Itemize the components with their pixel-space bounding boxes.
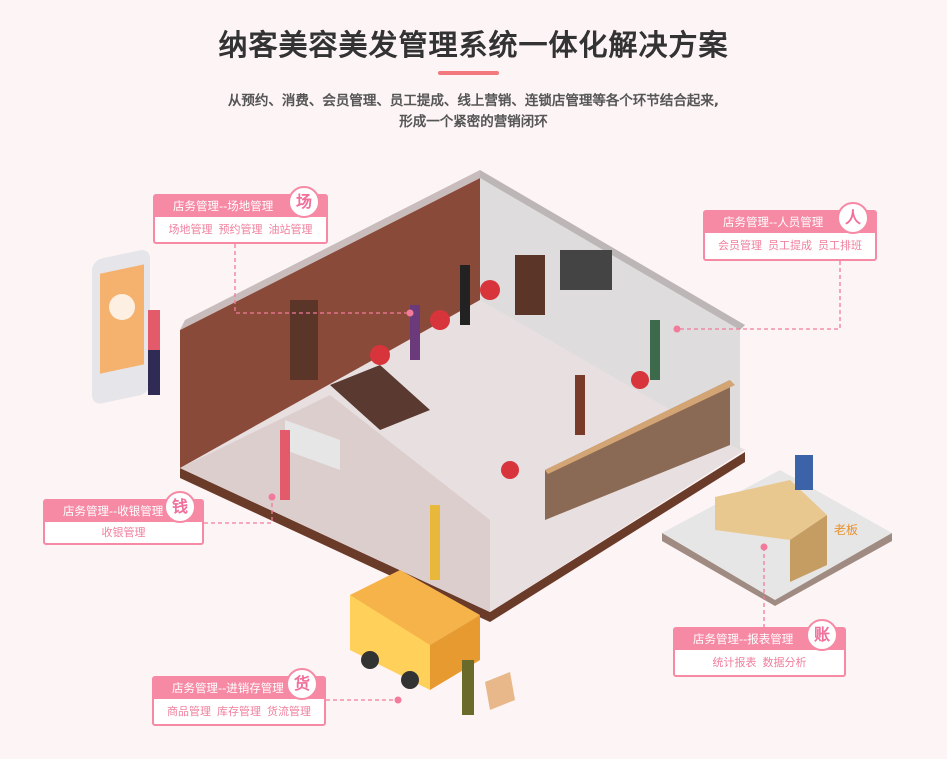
subtitle-line-1: 从预约、消费、会员管理、员工提成、线上营销、连锁店管理等各个环节结合起来, (227, 93, 720, 109)
card-title: 店务管理--场地管理 (155, 196, 326, 217)
item-schedule[interactable]: 员工排班 (818, 239, 862, 252)
card-title: 店务管理--人员管理 (705, 212, 875, 233)
item-member[interactable]: 会员管理 (718, 239, 762, 252)
title-underline (438, 71, 499, 75)
item-stock[interactable]: 库存管理 (217, 705, 261, 718)
reception-desk (285, 420, 340, 470)
item-analysis[interactable]: 数据分析 (762, 656, 807, 669)
item-commission[interactable]: 员工提成 (768, 239, 812, 252)
page-subtitle: 从预约、消费、会员管理、员工提成、线上营销、连锁店管理等各个环节结合起来, 形成… (0, 91, 947, 133)
boss-office-illustration (662, 455, 892, 606)
card-inventory-management[interactable]: 店务管理--进销存管理 货 商品管理库存管理货流管理 (152, 668, 326, 726)
item-station[interactable]: 油站管理 (268, 223, 313, 236)
item-booking[interactable]: 预约管理 (218, 223, 263, 236)
badge-venue: 场 (288, 186, 320, 218)
card-items: 商品管理库存管理货流管理 (154, 699, 324, 724)
badge-report: 账 (806, 619, 838, 651)
right-counter (545, 380, 730, 520)
card-cashier-management[interactable]: 店务管理--收银管理 钱 收银管理 (43, 491, 204, 545)
phone-illustration (92, 250, 160, 404)
card-report-management[interactable]: 店务管理--报表管理 账 统计报表数据分析 (673, 619, 846, 677)
item-cashier[interactable]: 收银管理 (101, 526, 146, 539)
card-items: 场地管理预约管理油站管理 (155, 217, 326, 242)
item-venue[interactable]: 场地管理 (168, 223, 213, 236)
page-title: 纳客美容美发管理系统一体化解决方案 (218, 28, 729, 62)
sofa (330, 365, 430, 430)
badge-staff: 人 (837, 202, 869, 234)
floor (180, 300, 745, 612)
item-logistics[interactable]: 货流管理 (267, 705, 311, 718)
badge-inventory: 货 (286, 668, 318, 700)
badge-cashier: 钱 (164, 491, 196, 523)
card-title: 店务管理--进销存管理 (154, 678, 324, 699)
right-wall (480, 178, 740, 450)
connector-lines (204, 244, 841, 701)
connector-dots (268, 309, 768, 704)
card-items: 收银管理 (45, 522, 202, 543)
card-title: 店务管理--收银管理 (45, 501, 202, 522)
card-venue-management[interactable]: 店务管理--场地管理 场 场地管理预约管理油站管理 (153, 186, 328, 244)
subtitle-line-2: 形成一个紧密的营销闭环 (399, 114, 548, 130)
boss-label: 老板 (834, 523, 859, 537)
truck-illustration (350, 570, 515, 715)
card-staff-management[interactable]: 店务管理--人员管理 人 会员管理员工提成员工排班 (703, 202, 877, 261)
card-items: 统计报表数据分析 (675, 650, 844, 675)
item-stats[interactable]: 统计报表 (712, 656, 757, 669)
card-items: 会员管理员工提成员工排班 (705, 233, 875, 258)
left-wall (180, 178, 480, 468)
card-title: 店务管理--报表管理 (675, 629, 844, 650)
item-goods[interactable]: 商品管理 (167, 705, 211, 718)
